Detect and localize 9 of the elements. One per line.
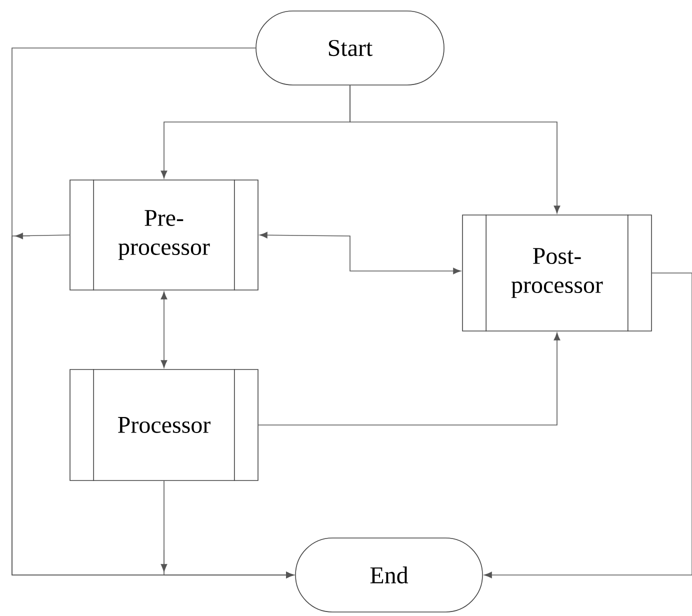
- arrow: [160, 292, 168, 368]
- process-box: Pre-processor: [70, 179, 258, 291]
- process-box: Processor: [70, 368, 258, 482]
- process-box: Post-processor: [462, 214, 652, 332]
- arrow: [258, 332, 560, 426]
- arrow: [484, 272, 692, 578]
- arrow: [350, 85, 560, 214]
- arrow: [260, 232, 461, 274]
- arrow: [160, 480, 294, 578]
